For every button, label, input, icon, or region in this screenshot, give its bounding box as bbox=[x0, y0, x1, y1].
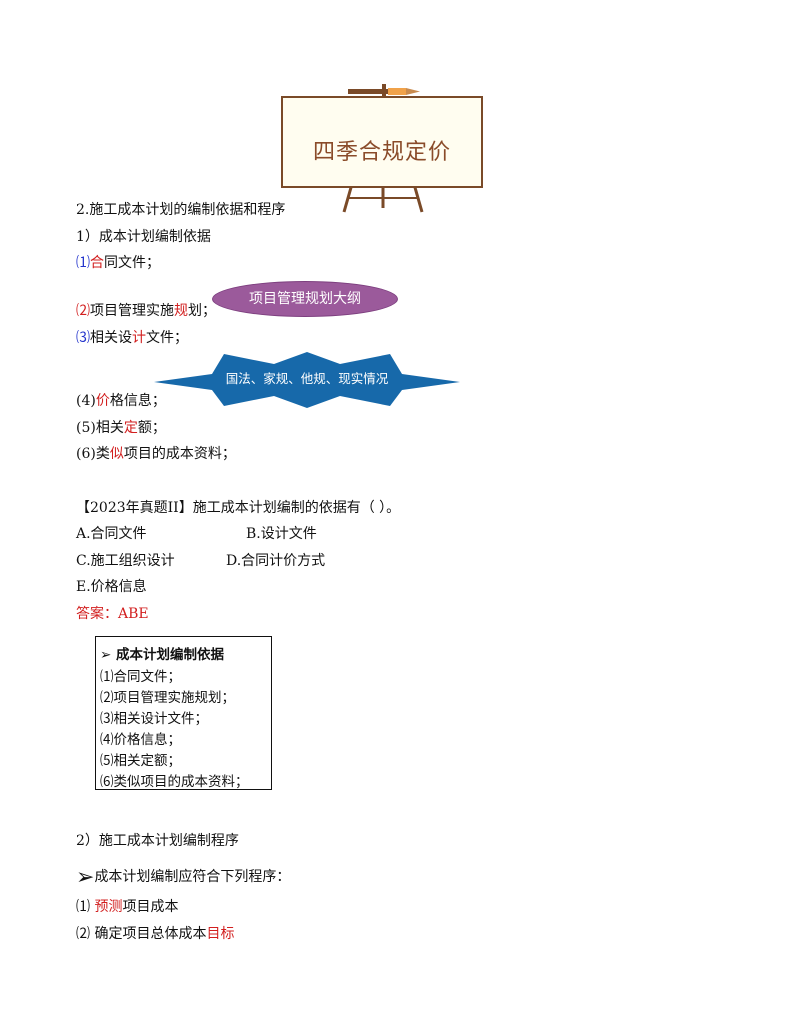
list-item: ⑶相关设计文件； bbox=[76, 330, 188, 346]
procedure-step: ⑵ 确定项目总体成本目标 bbox=[76, 926, 235, 942]
arrow-bullet-icon: ➢ bbox=[76, 865, 95, 890]
procedure-step: ⑴ 预测项目成本 bbox=[76, 899, 179, 915]
list-item: ⑴合同文件； bbox=[76, 255, 160, 271]
option-d: D.合同计价方式 bbox=[226, 553, 326, 569]
highlight-char: 规 bbox=[174, 303, 188, 319]
item-number: (4) bbox=[76, 393, 96, 409]
step-number: ⑵ bbox=[76, 926, 90, 942]
option-e: E.价格信息 bbox=[76, 579, 147, 595]
option-a: A.合同文件 bbox=[76, 526, 147, 542]
option-b: B.设计文件 bbox=[246, 526, 317, 542]
item-number: ⑴ bbox=[76, 255, 90, 271]
highlight-char: 价 bbox=[95, 393, 110, 409]
list-item: (4)价格信息； bbox=[76, 393, 166, 409]
highlight-char: 定 bbox=[123, 420, 138, 436]
ellipse-callout: 项目管理规划大纲 bbox=[212, 281, 398, 317]
arrow-bullet-icon: ➢ bbox=[100, 647, 112, 663]
item-number: (5) bbox=[76, 420, 96, 436]
highlight-text: 目标 bbox=[206, 926, 235, 942]
summary-line: ⑸相关定额； bbox=[100, 753, 181, 769]
highlight-char: 合 bbox=[90, 255, 104, 271]
summary-line: ⑷价格信息； bbox=[100, 732, 181, 748]
procedure-intro: ➢成本计划编制应符合下列程序： bbox=[76, 865, 291, 890]
summary-line: ⑶相关设计文件； bbox=[100, 711, 208, 727]
summary-line: ⑵项目管理实施规划； bbox=[100, 690, 235, 706]
step-number: ⑴ bbox=[76, 899, 90, 915]
item-number: ⑶ bbox=[76, 330, 90, 346]
option-c: C.施工组织设计 bbox=[76, 553, 175, 569]
highlight-char: 计 bbox=[132, 330, 146, 346]
list-item: ⑵项目管理实施规划； bbox=[76, 303, 216, 319]
summary-box: ➢ 成本计划编制依据 ⑴合同文件； ⑵项目管理实施规划； ⑶相关设计文件； ⑷价… bbox=[95, 636, 272, 790]
item-number: (6) bbox=[76, 446, 96, 462]
star-callout-shape bbox=[154, 352, 460, 408]
highlight-char: 似 bbox=[109, 446, 124, 462]
answer-text: 答案：ABE bbox=[76, 606, 149, 622]
summary-line: ⑴合同文件； bbox=[100, 669, 181, 685]
star-callout-text: 国法、家规、他规、现实情况 bbox=[225, 371, 389, 386]
summary-line: ⑹类似项目的成本资料； bbox=[100, 774, 249, 790]
board-title: 四季合规定价 bbox=[312, 140, 451, 165]
list-item: (6)类似项目的成本资料； bbox=[76, 446, 236, 462]
summary-title: ➢ 成本计划编制依据 bbox=[100, 647, 225, 663]
procedure-heading: 2）施工成本计划编制程序 bbox=[76, 833, 239, 849]
list-item: (5)相关定额； bbox=[76, 420, 166, 436]
highlight-text: 预测 bbox=[94, 899, 123, 915]
board-panel: 四季合规定价 bbox=[281, 96, 483, 188]
item-number: ⑵ bbox=[76, 303, 90, 319]
subheading-basis: 1）成本计划编制依据 bbox=[76, 229, 211, 245]
question-title: 【2023年真题II】施工成本计划编制的依据有（ ）。 bbox=[76, 500, 401, 516]
section-heading: 2.施工成本计划的编制依据和程序 bbox=[76, 202, 286, 218]
easel-board-logo: 四季合规定价 bbox=[278, 80, 488, 215]
